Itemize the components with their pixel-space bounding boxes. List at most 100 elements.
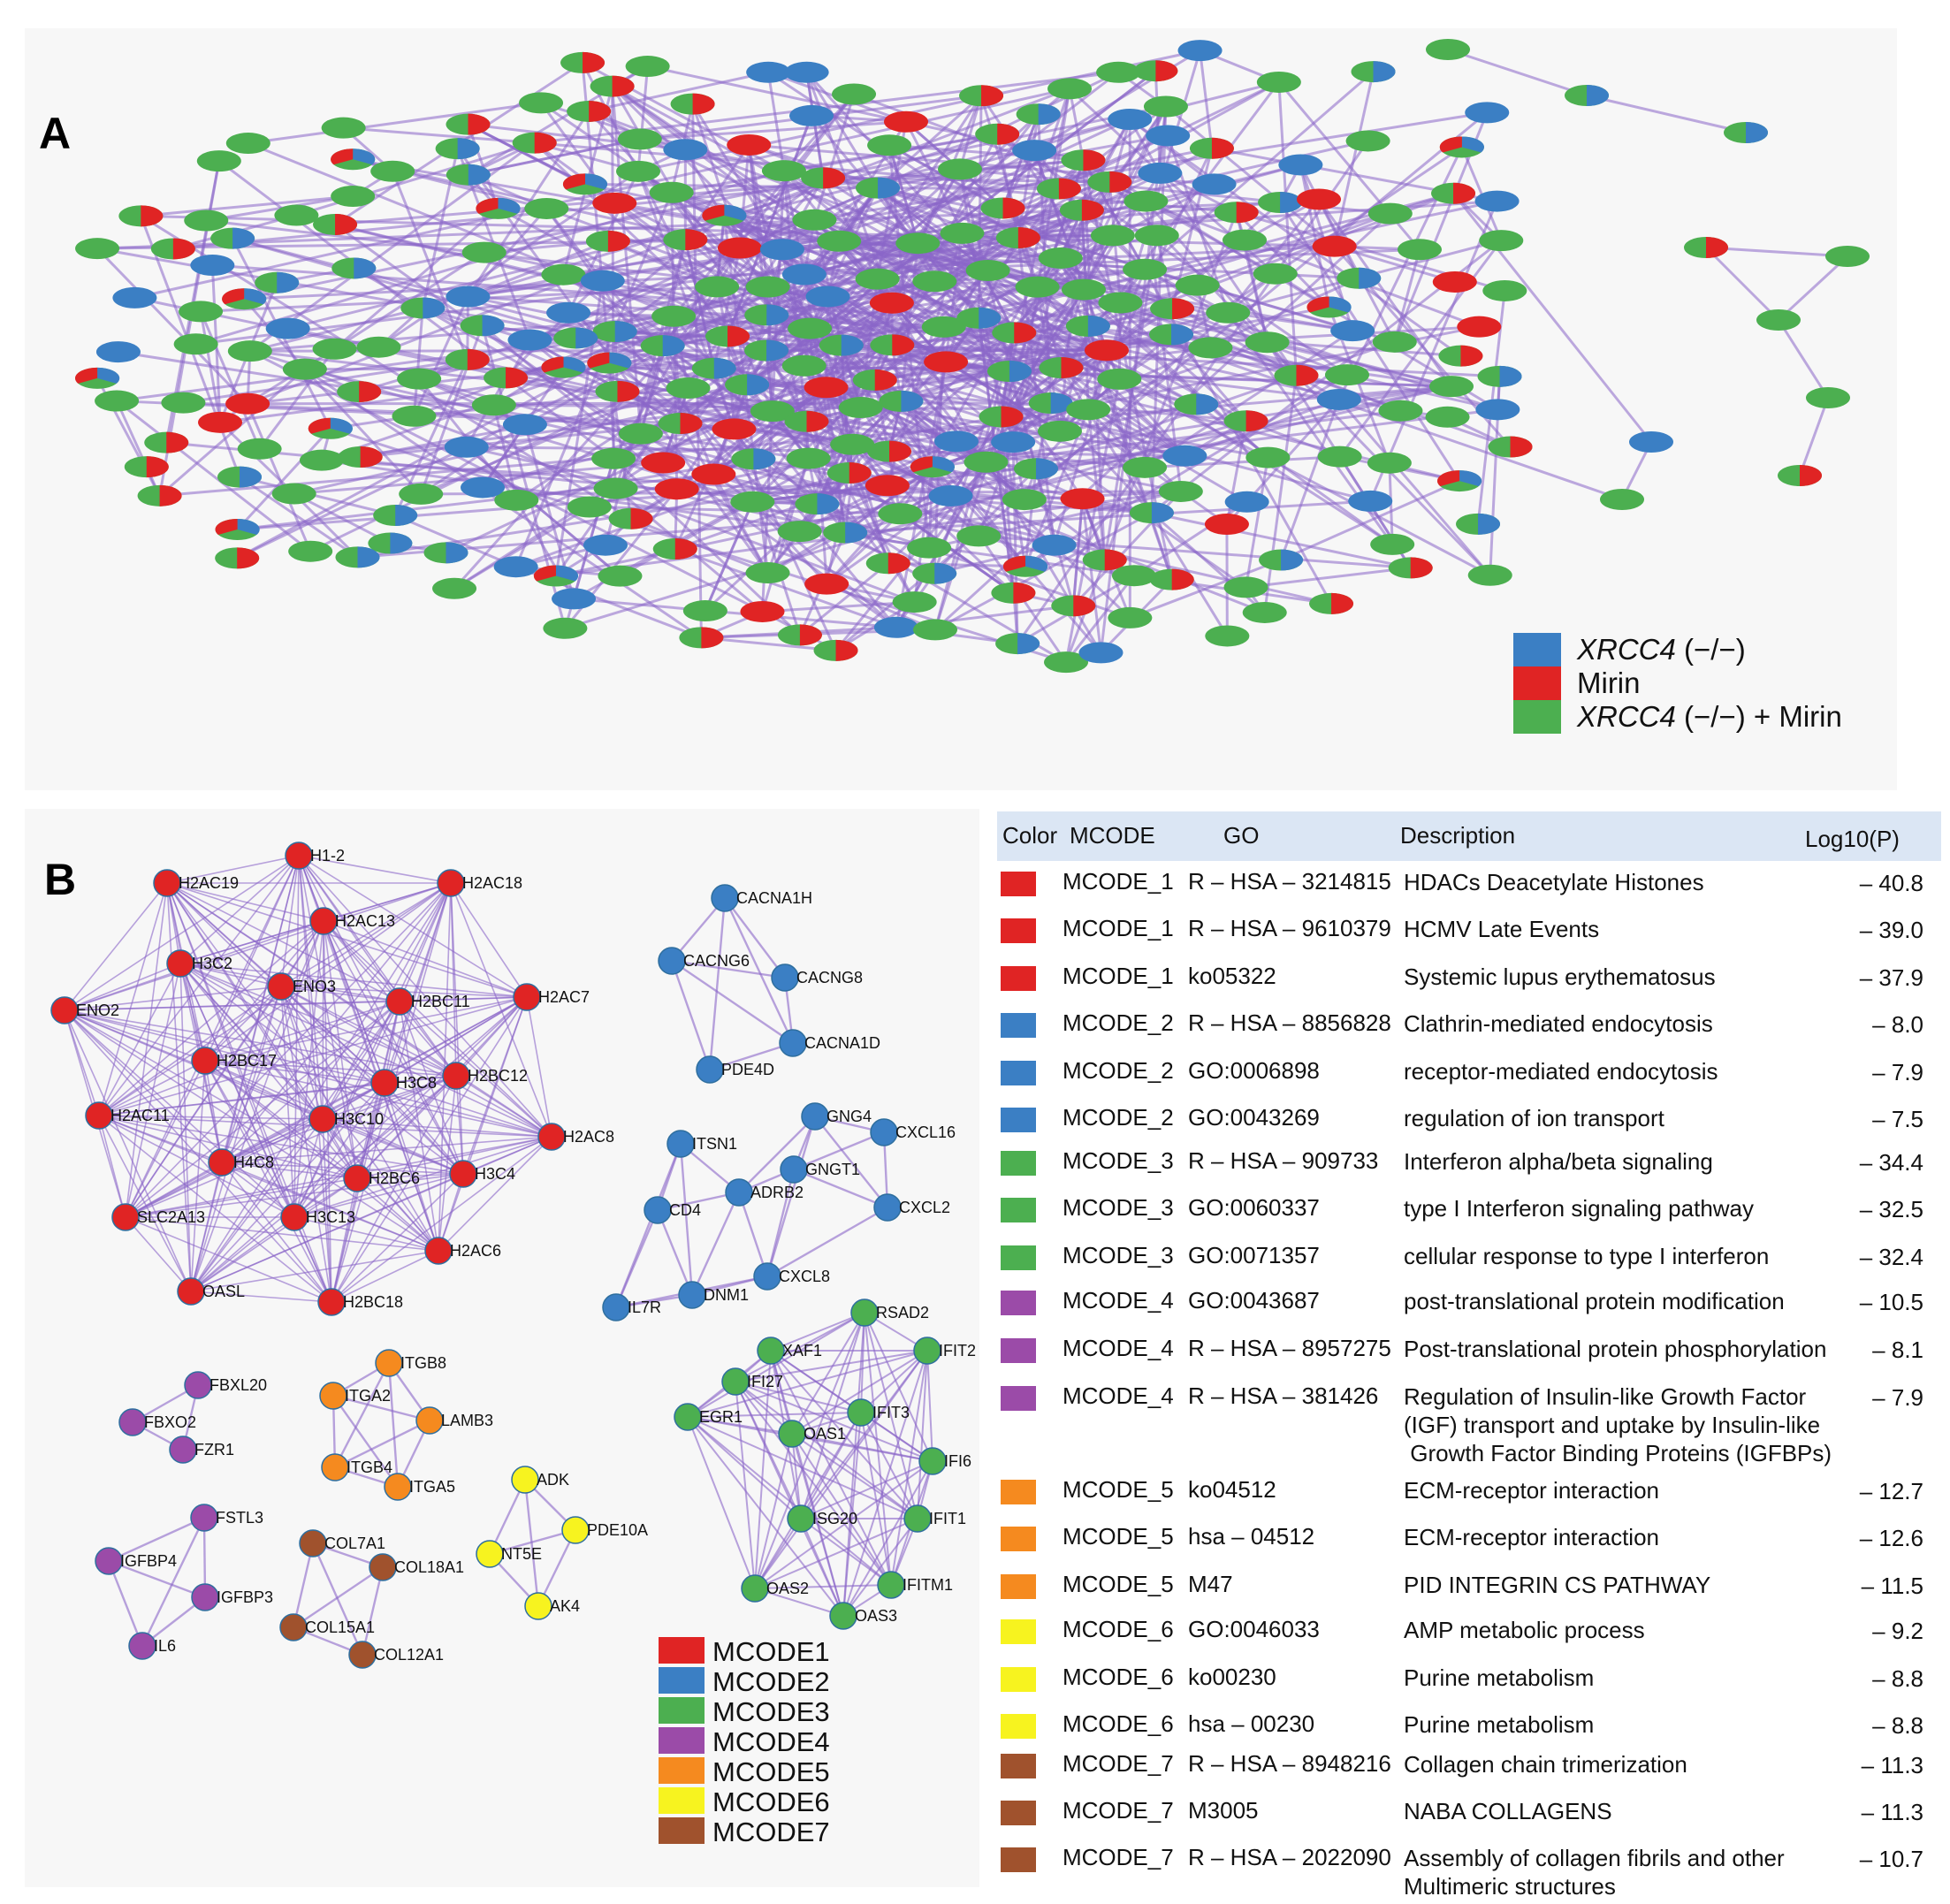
network-a-node bbox=[184, 209, 229, 232]
network-a-node bbox=[1015, 276, 1060, 298]
network-a-edge bbox=[533, 141, 1015, 594]
network-b-edge bbox=[190, 920, 324, 1292]
network-a-node bbox=[855, 268, 900, 290]
network-a-node bbox=[1439, 136, 1484, 158]
network-b-edge bbox=[766, 1116, 817, 1277]
network-b-edge bbox=[800, 1460, 933, 1519]
network-a-node bbox=[750, 400, 795, 423]
gene-label: FZR1 bbox=[194, 1441, 234, 1458]
network-a-edge bbox=[1337, 398, 1491, 576]
network-a-node bbox=[995, 633, 1040, 655]
network-a-edge bbox=[96, 248, 249, 405]
row-description: Clathrin-mediated endocytosis bbox=[1404, 1009, 1713, 1038]
network-a-node bbox=[331, 149, 376, 171]
gene-label: OAS2 bbox=[766, 1580, 809, 1597]
network-b-edge bbox=[125, 1161, 223, 1218]
network-b-edge bbox=[735, 1312, 865, 1382]
network-b-edge bbox=[98, 920, 324, 1116]
network-b-edge bbox=[679, 1143, 694, 1296]
network-b-edge bbox=[280, 986, 552, 1138]
gene-label: ITGA5 bbox=[409, 1478, 455, 1496]
network-a-edge bbox=[465, 446, 621, 577]
row-mcode: MCODE_5 bbox=[1063, 1523, 1174, 1550]
gene-node bbox=[343, 1164, 371, 1192]
network-a-node bbox=[512, 132, 557, 154]
row-mcode: MCODE_2 bbox=[1063, 1009, 1174, 1036]
gene-label: H3C10 bbox=[334, 1110, 384, 1128]
network-a-node bbox=[625, 56, 670, 78]
network-a-node bbox=[1274, 364, 1319, 386]
cluster-mcode2: CACNA1HCACNG6CACNG8CACNA1DPDE4DGNG4CXCL1… bbox=[602, 884, 956, 1321]
row-logp: – 12.7 bbox=[1859, 1478, 1923, 1504]
gene-node bbox=[877, 1571, 905, 1599]
header-logp: Log10(P) bbox=[1805, 826, 1900, 852]
gene-node bbox=[208, 1148, 236, 1177]
legend-b-swatch bbox=[659, 1727, 705, 1754]
network-a-node bbox=[461, 476, 506, 499]
network-a-node bbox=[1002, 489, 1047, 511]
gene-node bbox=[348, 1641, 377, 1669]
network-a-node bbox=[543, 617, 588, 639]
network-b-edge bbox=[537, 1529, 577, 1607]
network-a-edge bbox=[749, 143, 1215, 186]
network-a-node bbox=[1175, 274, 1220, 296]
network-a-edge bbox=[701, 636, 836, 652]
network-b-edge bbox=[125, 1216, 332, 1303]
network-a-node bbox=[210, 227, 255, 249]
row-mcode: MCODE_4 bbox=[1063, 1382, 1174, 1409]
row-go-term: R – HSA – 381426 bbox=[1188, 1382, 1379, 1409]
network-b-edge bbox=[64, 1009, 457, 1077]
gene-node bbox=[524, 1592, 552, 1620]
gene-node bbox=[870, 1118, 898, 1146]
network-b-edge bbox=[179, 963, 385, 1084]
network-a-node bbox=[1192, 173, 1237, 195]
network-a-node bbox=[1177, 40, 1223, 62]
gene-label: CACNG8 bbox=[796, 969, 863, 986]
network-b-edge bbox=[204, 1060, 552, 1138]
network-b-edge bbox=[64, 1009, 192, 1292]
network-b-edge bbox=[293, 1136, 552, 1218]
legend-b-swatch bbox=[659, 1817, 705, 1844]
network-a-node bbox=[640, 335, 685, 357]
network-a-node bbox=[1098, 292, 1143, 314]
network-a-node bbox=[215, 547, 260, 569]
network-a-edge bbox=[1798, 397, 1830, 476]
row-description-line: PID INTEGRIN CS PATHWAY bbox=[1404, 1572, 1711, 1598]
row-color-swatch bbox=[1001, 918, 1036, 943]
network-b-edge bbox=[190, 1291, 332, 1303]
row-description-line: ECM-receptor interaction bbox=[1404, 1477, 1659, 1504]
network-a-node bbox=[781, 354, 826, 377]
row-mcode: MCODE_7 bbox=[1063, 1797, 1174, 1824]
row-mcode: MCODE_1 bbox=[1063, 963, 1174, 989]
network-a-node bbox=[781, 263, 826, 286]
row-description: regulation of ion transport bbox=[1404, 1104, 1664, 1132]
network-a-edge bbox=[671, 191, 879, 280]
network-b-edge bbox=[331, 996, 528, 1303]
network-a-edge bbox=[1000, 416, 1019, 644]
gene-label: H1-2 bbox=[310, 847, 345, 864]
network-a-edge bbox=[1705, 246, 1848, 258]
network-a-node bbox=[435, 138, 480, 160]
network-b-edge bbox=[141, 1517, 206, 1647]
network-a-node bbox=[1600, 489, 1644, 510]
network-a-node bbox=[956, 525, 1002, 547]
network-a-edge bbox=[391, 171, 469, 361]
network-a-node bbox=[1372, 331, 1417, 353]
network-a-node bbox=[1367, 452, 1412, 474]
network-a-node bbox=[995, 226, 1040, 248]
network-a-edge bbox=[1368, 200, 1498, 502]
network-a-node bbox=[1096, 61, 1141, 83]
gene-node bbox=[753, 1262, 781, 1291]
network-a-node bbox=[444, 436, 489, 458]
network-a-node bbox=[502, 414, 547, 436]
network-b-edge bbox=[793, 1131, 885, 1171]
gene-label: OAS3 bbox=[855, 1607, 897, 1625]
network-a-node bbox=[1133, 60, 1178, 82]
network-a-node bbox=[271, 483, 316, 505]
network-b-edge bbox=[190, 996, 528, 1292]
gene-label: H3C13 bbox=[306, 1208, 355, 1226]
row-description-line: NABA COLLAGENS bbox=[1404, 1798, 1612, 1824]
network-a-node bbox=[745, 562, 790, 584]
network-a-node bbox=[1134, 225, 1179, 247]
